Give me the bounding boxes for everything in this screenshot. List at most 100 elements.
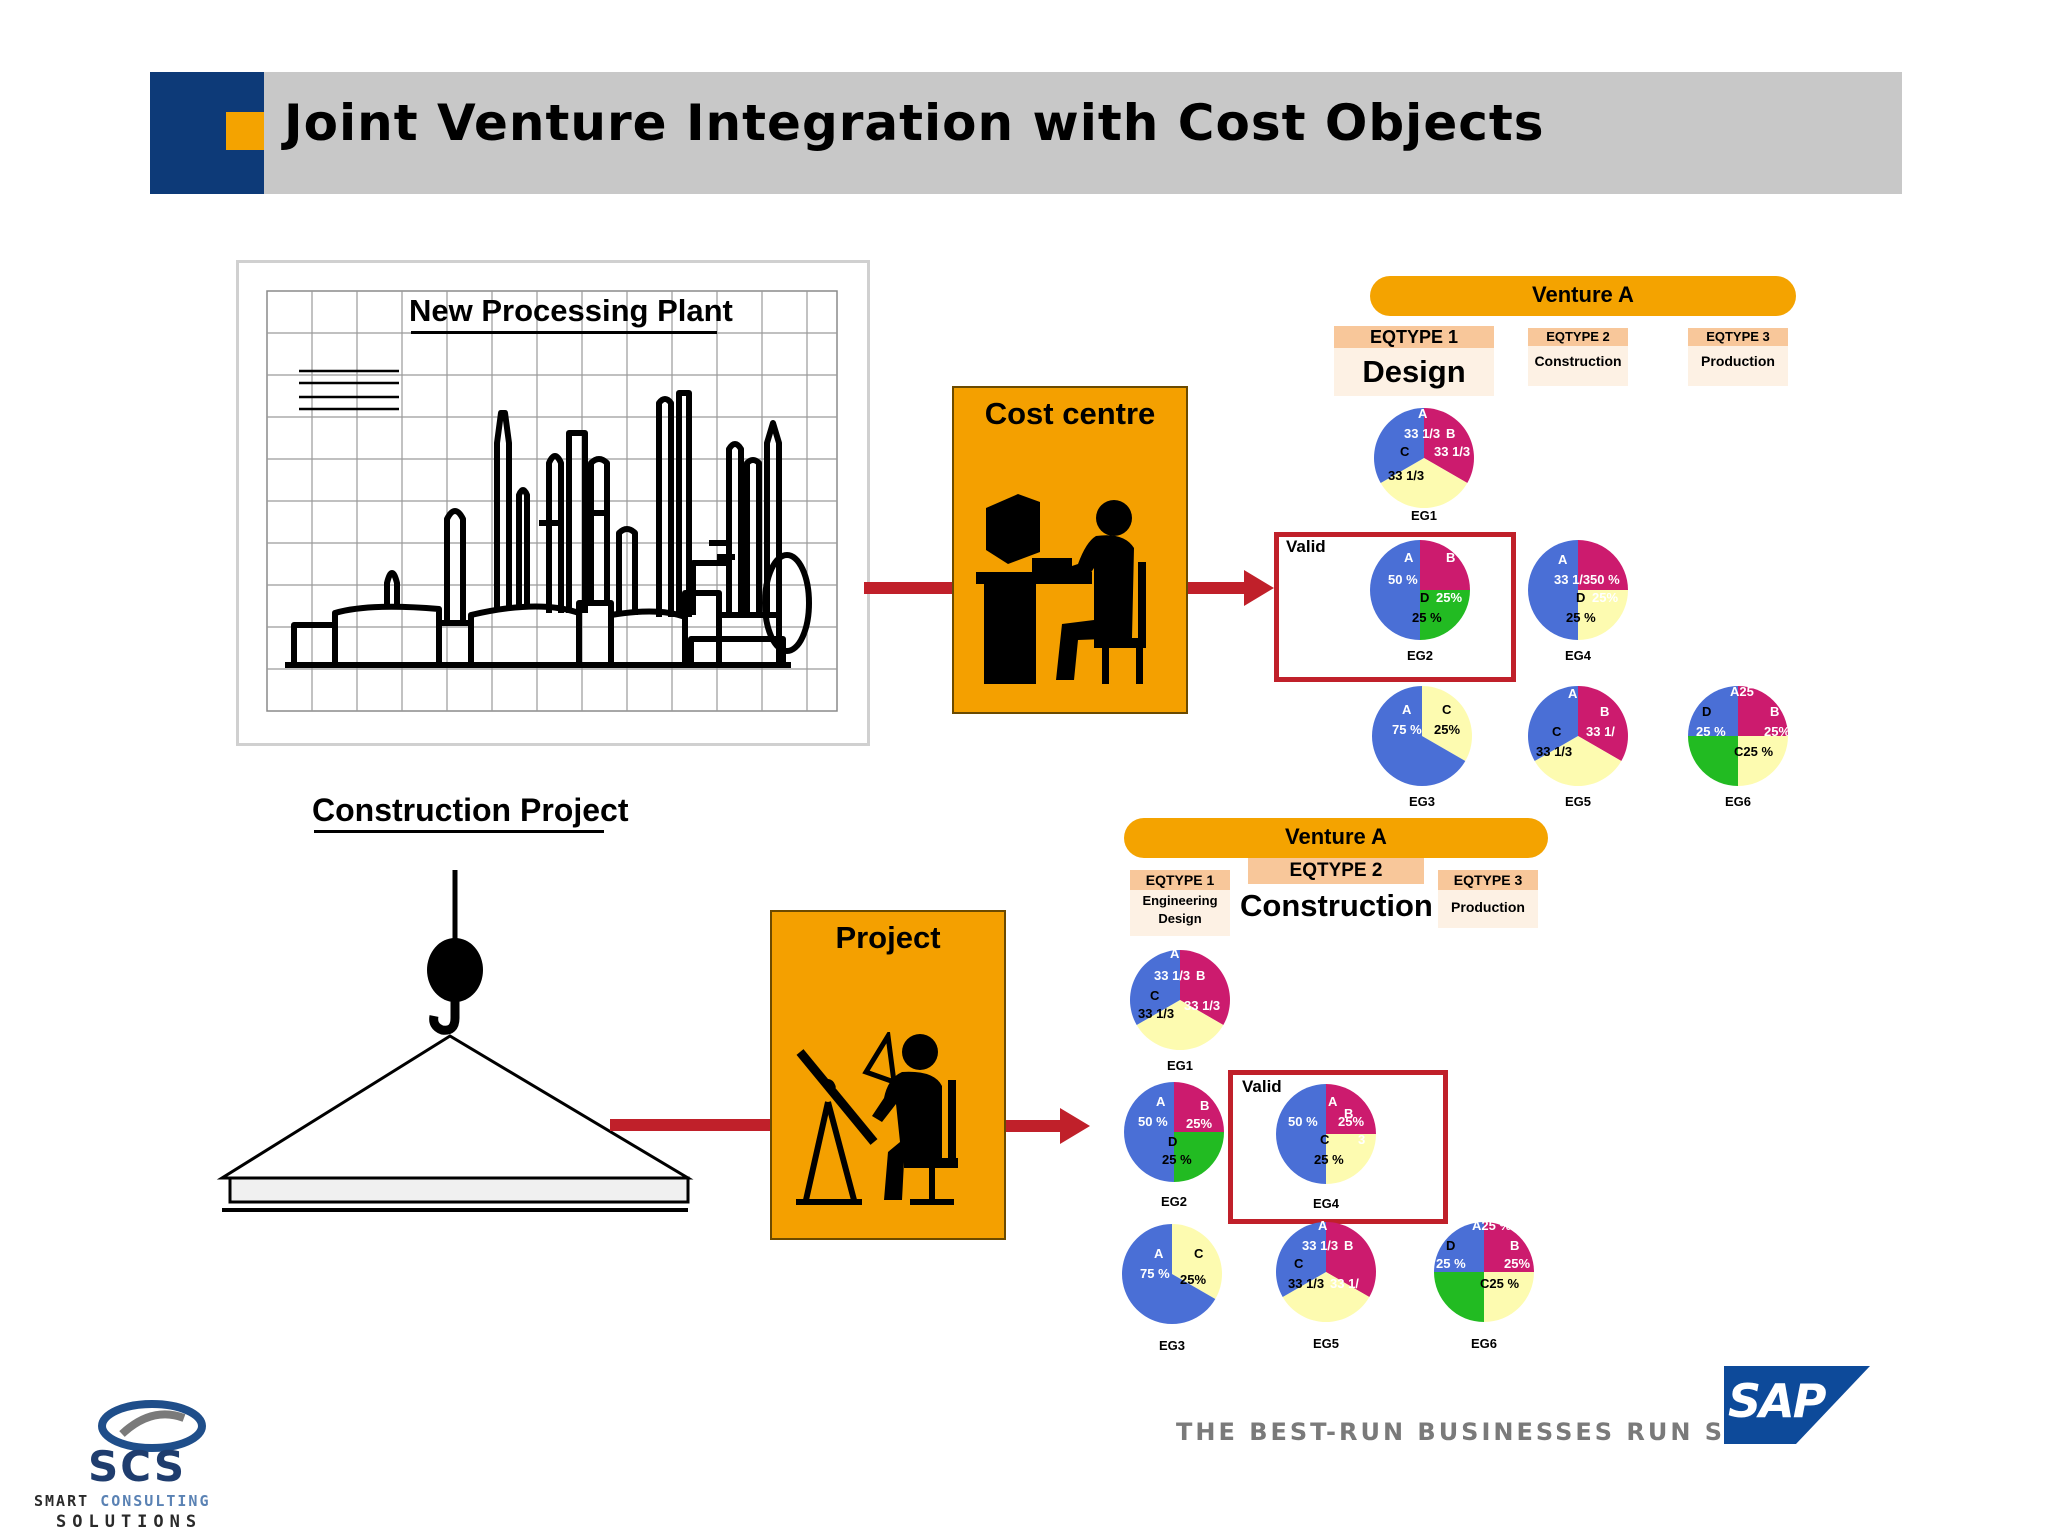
pie-label: A bbox=[1170, 946, 1180, 961]
pie-chart bbox=[1528, 540, 1628, 640]
pie-group-label: EG5 bbox=[1564, 794, 1591, 809]
pie-label: A bbox=[1328, 1094, 1338, 1109]
pie-label: B bbox=[1344, 1106, 1354, 1121]
arrow-plant-to-costcentre bbox=[864, 582, 954, 594]
pie-label: 33 1/3 bbox=[1434, 444, 1471, 459]
pie-group-label: EG2 bbox=[1160, 1194, 1187, 1209]
pie-label: B bbox=[1446, 550, 1456, 565]
bottom-pie-eg6: A25 % D 25 % B 25% C25 % EG6 bbox=[1434, 1218, 1534, 1351]
pie-label: A bbox=[1418, 406, 1428, 421]
bottom-eqtype-3-label: EQTYPE 3 bbox=[1438, 870, 1538, 890]
bottom-eqtype-2-label: EQTYPE 2 bbox=[1248, 858, 1424, 884]
bottom-pie-eg4: 50 % A B 25% 3 C 25 % EG4 bbox=[1276, 1084, 1376, 1211]
pie-label: A bbox=[1156, 1094, 1166, 1109]
pie-chart bbox=[1276, 1084, 1376, 1184]
pie-label: B bbox=[1196, 968, 1206, 983]
pie-label: B bbox=[1770, 704, 1780, 719]
top-pie-eg4: A 33 1/3 50 % D 25% 25 % EG4 bbox=[1528, 540, 1628, 663]
top-eqtype-3: EQTYPE 3 Production bbox=[1688, 328, 1788, 388]
top-pie-eg3: A 75 % C 25% EG3 bbox=[1371, 686, 1472, 809]
scs-logo: SCS SMART CONSULTING SOLUTIONS bbox=[30, 1396, 260, 1536]
top-pie-eg1: A 33 1/3 B 33 1/3 C 33 1/3 EG1 bbox=[1374, 406, 1474, 528]
scs-swirl-icon bbox=[98, 1400, 206, 1452]
pie-label: 25% bbox=[1504, 1256, 1531, 1271]
bottom-eqtype-2-sub: Construction bbox=[1240, 888, 1433, 923]
bottom-valid-label: Valid bbox=[1242, 1077, 1282, 1096]
pie-label: 33 1/3 bbox=[1302, 1238, 1339, 1253]
top-eqtype-3-sub: Production bbox=[1688, 346, 1788, 386]
bottom-eqtype-1-label: EQTYPE 1 bbox=[1130, 870, 1230, 890]
pie-chart bbox=[1276, 1222, 1376, 1322]
pie-label: 25 % bbox=[1162, 1152, 1192, 1167]
pie-label: 25% bbox=[1338, 1114, 1365, 1129]
bottom-eqtype-2: EQTYPE 2 Construction bbox=[1240, 858, 1433, 928]
cost-centre-title: Cost centre bbox=[984, 396, 1156, 431]
pie-label: D bbox=[1576, 590, 1586, 605]
pie-label: 25% bbox=[1764, 724, 1791, 739]
plant-drawing: New Processing Plant bbox=[236, 260, 870, 746]
scs-logo-text: SCS bbox=[88, 1442, 187, 1491]
bottom-pie-eg1: A 33 1/3 B 33 1/3 C 33 1/3 EG1 bbox=[1130, 946, 1230, 1073]
pie-label: 75 % bbox=[1392, 722, 1422, 737]
top-eqtype-2-sub: Construction bbox=[1528, 346, 1628, 386]
pie-label: 33 1/ bbox=[1330, 1276, 1359, 1291]
pie-label: 33 1/3 bbox=[1288, 1276, 1325, 1291]
pie-label: C bbox=[1320, 1132, 1330, 1147]
scs-tagline-smart: SMART bbox=[34, 1492, 90, 1510]
pie-label: 25% bbox=[1180, 1272, 1207, 1287]
pie-label: 25 % bbox=[1412, 610, 1442, 625]
pie-chart bbox=[1374, 408, 1474, 508]
scs-tagline-consulting: CONSULTING bbox=[100, 1492, 211, 1510]
pie-chart bbox=[1434, 1222, 1534, 1322]
page-title: Joint Venture Integration with Cost Obje… bbox=[284, 94, 1545, 152]
top-pie-eg2: A 50 % B D 25% 25 % EG2 bbox=[1370, 540, 1470, 663]
pie-group-label: EG4 bbox=[1564, 648, 1591, 663]
pie-label: C bbox=[1442, 702, 1452, 717]
pie-label: C25 % bbox=[1734, 744, 1774, 759]
pie-label: 33 1/3 bbox=[1536, 744, 1573, 759]
title-band bbox=[150, 72, 1902, 194]
pie-chart bbox=[1688, 686, 1788, 786]
pie-label: 75 % bbox=[1140, 1266, 1170, 1281]
bottom-eqtype-1-sub: Engineering Design bbox=[1130, 890, 1230, 936]
pie-chart bbox=[1121, 1224, 1222, 1324]
top-eqtype-1: EQTYPE 1 Design bbox=[1334, 326, 1494, 396]
top-valid-box bbox=[1274, 532, 1516, 682]
pie-label: C bbox=[1552, 724, 1562, 739]
pie-label: 33 1/3 bbox=[1154, 968, 1191, 983]
title-accent-square bbox=[226, 112, 264, 150]
bottom-pie-eg5: A 33 1/3 B C 33 1/3 33 1/ EG5 bbox=[1276, 1218, 1376, 1351]
pie-label: 25 % bbox=[1696, 724, 1726, 739]
plant-label-underline bbox=[411, 331, 717, 334]
scs-tagline-solutions: SOLUTIONS bbox=[56, 1512, 203, 1532]
pie-label: 50 % bbox=[1388, 572, 1418, 587]
top-eqtype-3-label: EQTYPE 3 bbox=[1688, 328, 1788, 346]
top-eqtype-1-label: EQTYPE 1 bbox=[1334, 326, 1494, 348]
pie-chart bbox=[1370, 540, 1470, 640]
top-eqtype-1-sub: Design bbox=[1334, 348, 1494, 396]
bottom-pie-eg3: A 75 % C 25% EG3 bbox=[1121, 1224, 1222, 1353]
pie-label: D bbox=[1420, 590, 1430, 605]
pie-label: 33 1/3 bbox=[1388, 468, 1425, 483]
computer-worker-icon bbox=[976, 494, 1146, 684]
arrow-costcentre-to-venture bbox=[1186, 570, 1274, 606]
pie-label: 25% bbox=[1592, 590, 1619, 605]
top-pie-eg6: A25 D 25 % B 25% C25 % EG6 bbox=[1688, 684, 1791, 809]
pie-label: B bbox=[1600, 704, 1610, 719]
pie-chart bbox=[1371, 686, 1472, 786]
pie-group-label: EG6 bbox=[1470, 1336, 1497, 1351]
top-valid-label: Valid bbox=[1286, 537, 1326, 556]
pie-group-label: EG1 bbox=[1166, 1058, 1193, 1073]
pie-chart bbox=[1528, 686, 1628, 786]
pie-label: 33 1/3 bbox=[1138, 1006, 1175, 1021]
pie-label: C25 % bbox=[1480, 1276, 1520, 1291]
pie-group-label: EG1 bbox=[1410, 508, 1437, 523]
plant-label: New Processing Plant bbox=[409, 293, 733, 328]
bottom-venture-bar: Venture A bbox=[1124, 818, 1548, 858]
pie-label: A bbox=[1558, 552, 1568, 567]
pie-label: 33 1/3 bbox=[1184, 998, 1221, 1013]
bottom-eqtype-1: EQTYPE 1 Engineering Design bbox=[1130, 870, 1230, 936]
pie-group-label: EG6 bbox=[1724, 794, 1751, 809]
project-box: Project bbox=[770, 910, 1006, 1240]
pie-label: D bbox=[1168, 1134, 1178, 1149]
